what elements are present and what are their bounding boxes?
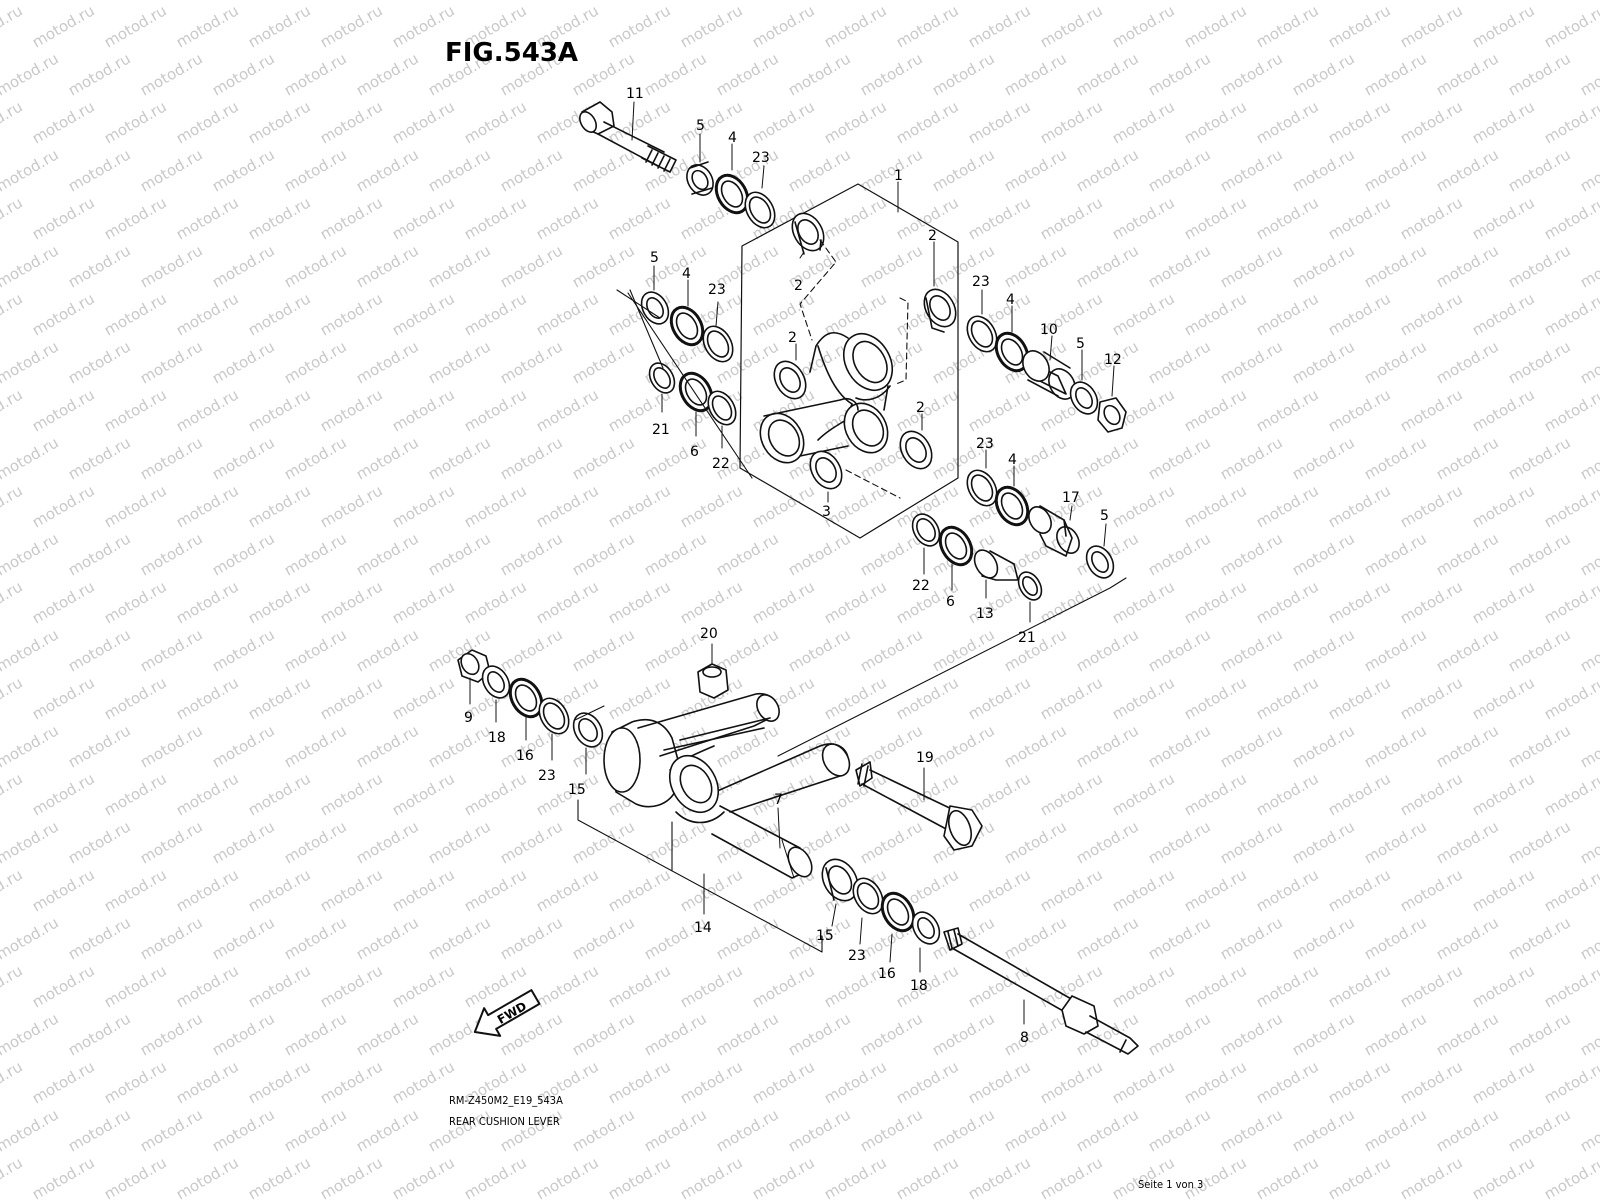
callout[interactable]: 22 — [912, 578, 930, 594]
callout[interactable]: 10 — [1040, 322, 1058, 338]
collar-5-mid[interactable] — [1081, 541, 1119, 582]
bolt-19[interactable] — [855, 761, 983, 851]
callout[interactable]: 2 — [794, 278, 803, 294]
bolt-11[interactable] — [576, 101, 677, 173]
callout[interactable]: 2 — [928, 228, 937, 244]
watermark-text: motod.ru — [1577, 0, 1600, 3]
collar-5-left[interactable] — [636, 287, 674, 328]
link-14[interactable] — [603, 691, 855, 824]
callout[interactable]: 4 — [682, 266, 691, 282]
callout[interactable]: 1 — [894, 168, 903, 184]
callout[interactable]: 19 — [916, 750, 934, 766]
callout[interactable]: 6 — [690, 444, 699, 460]
callout[interactable]: 5 — [696, 118, 705, 134]
bearing-2-a[interactable] — [786, 208, 830, 257]
callout[interactable]: 9 — [464, 710, 473, 726]
collar-5-top[interactable] — [682, 160, 719, 200]
callout[interactable]: 22 — [712, 456, 730, 472]
callout[interactable]: 16 — [878, 966, 896, 982]
bolt-8[interactable] — [943, 927, 1139, 1055]
callout[interactable]: 2 — [916, 400, 925, 416]
callout[interactable]: 23 — [538, 768, 556, 784]
page-indicator: Seite 1 von 3 — [1138, 1178, 1204, 1191]
callout[interactable]: 21 — [1018, 630, 1036, 646]
callout[interactable]: 4 — [728, 130, 737, 146]
callout[interactable]: 11 — [626, 86, 644, 102]
callout[interactable]: 16 — [516, 748, 534, 764]
callout[interactable]: 2 — [788, 330, 797, 346]
callout[interactable]: 4 — [1006, 292, 1015, 308]
callout[interactable]: 5 — [1100, 508, 1109, 524]
callout[interactable]: 23 — [708, 282, 726, 298]
nut-12[interactable] — [1097, 397, 1127, 433]
callout[interactable]: 23 — [976, 436, 994, 452]
callout[interactable]: 18 — [910, 978, 928, 994]
washer-21-mid[interactable] — [1014, 568, 1046, 604]
callout[interactable]: 5 — [650, 250, 659, 266]
seal-6-mid[interactable] — [934, 522, 978, 571]
callout[interactable]: 14 — [694, 920, 712, 936]
callout[interactable]: 20 — [700, 626, 718, 642]
spacer-7[interactable] — [711, 805, 817, 881]
bearing-2-d[interactable] — [894, 426, 938, 475]
callout[interactable]: 5 — [1076, 336, 1085, 352]
bearing-2-c[interactable] — [768, 356, 812, 405]
callout[interactable]: 15 — [568, 782, 586, 798]
callout[interactable]: 21 — [652, 422, 670, 438]
callout[interactable]: 4 — [1008, 452, 1017, 468]
callout[interactable]: 15 — [816, 928, 834, 944]
figure-description: REAR CUSHION LEVER — [449, 1115, 560, 1128]
callout[interactable]: 23 — [848, 948, 866, 964]
fwd-arrow-icon: FWD — [473, 989, 541, 1037]
callout[interactable]: 8 — [1020, 1030, 1029, 1046]
callout[interactable]: 3 — [822, 504, 831, 520]
spacer-17[interactable] — [1024, 503, 1083, 557]
callout[interactable]: 12 — [1104, 352, 1122, 368]
figure-title: FIG.543A — [445, 38, 579, 68]
callout[interactable]: 6 — [946, 594, 955, 610]
callout[interactable]: 23 — [752, 150, 770, 166]
callout[interactable]: 7 — [774, 792, 783, 808]
callout[interactable]: 23 — [972, 274, 990, 290]
spacer-13[interactable] — [970, 546, 1019, 582]
lever-1[interactable] — [752, 325, 902, 470]
bearing-15-left[interactable] — [568, 708, 609, 752]
figure-code: RM-Z450M2_E19_543A — [449, 1094, 563, 1107]
seal-4-left[interactable] — [665, 302, 709, 351]
bearing-3[interactable] — [804, 446, 848, 495]
bearing-2-b[interactable] — [918, 284, 962, 333]
collar-5-right[interactable] — [1065, 377, 1103, 418]
collar-20[interactable] — [697, 663, 729, 699]
leader-lines — [469, 101, 1115, 1025]
callout[interactable]: 13 — [976, 606, 994, 622]
callout[interactable]: 18 — [488, 730, 506, 746]
callout[interactable]: 17 — [1062, 490, 1080, 506]
